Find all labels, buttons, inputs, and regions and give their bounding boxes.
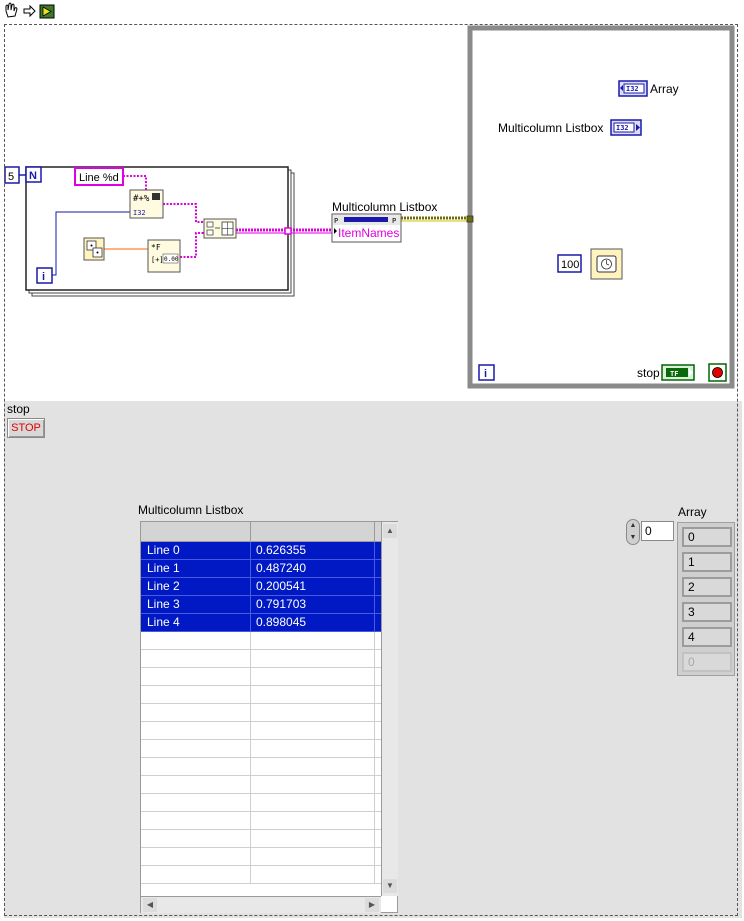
- wait-constant[interactable]: [557, 254, 582, 273]
- svg-text:0.00: 0.00: [164, 256, 179, 263]
- toolbar: [5, 2, 55, 19]
- loop-count-constant[interactable]: [4, 166, 20, 184]
- list-item-empty[interactable]: [141, 650, 381, 668]
- list-item-empty[interactable]: [141, 740, 381, 758]
- random-number-icon[interactable]: [83, 237, 105, 261]
- array-terminal[interactable]: I32: [618, 80, 648, 97]
- list-item-empty[interactable]: [141, 866, 381, 884]
- format-string-constant[interactable]: [74, 167, 124, 186]
- conditional-stop-icon[interactable]: [708, 363, 727, 382]
- count-terminal-text: N: [29, 170, 37, 182]
- stop-label: stop: [7, 402, 30, 416]
- list-item-empty[interactable]: [141, 758, 381, 776]
- wait-constant-text: 100: [561, 259, 579, 271]
- array-terminal-label: Array: [650, 82, 679, 96]
- list-item-empty[interactable]: [141, 704, 381, 722]
- svg-text:TF: TF: [670, 370, 678, 378]
- format-into-string-node[interactable]: #+% I32: [129, 189, 164, 219]
- format-string-text: Line %d: [79, 172, 119, 184]
- property-itemnames: ItemNames: [338, 226, 399, 240]
- wait-ms-icon[interactable]: [590, 248, 623, 280]
- array-element: 2: [682, 577, 732, 597]
- list-item-empty[interactable]: [141, 668, 381, 686]
- list-item-empty[interactable]: [141, 830, 381, 848]
- svg-text:I32: I32: [626, 85, 639, 93]
- for-iteration-text: i: [42, 271, 45, 283]
- svg-text:P: P: [392, 217, 396, 225]
- list-item-empty[interactable]: [141, 722, 381, 740]
- svg-text:P: P: [334, 217, 338, 225]
- for-iteration-terminal[interactable]: [36, 267, 53, 284]
- scroll-right-icon[interactable]: ▶: [365, 898, 379, 912]
- svg-text:I32: I32: [616, 124, 629, 132]
- scroll-down-icon[interactable]: ▼: [383, 879, 397, 893]
- list-item-empty[interactable]: [141, 686, 381, 704]
- array-index-display: ▲▼ 0: [626, 519, 674, 545]
- run-vi-icon[interactable]: [39, 4, 55, 19]
- while-loop: [466, 25, 735, 389]
- column-header-2[interactable]: [251, 522, 375, 541]
- listbox-terminal-label: Multicolumn Listbox: [498, 121, 604, 135]
- for-loop: [25, 166, 295, 297]
- list-item-empty[interactable]: [141, 848, 381, 866]
- array-element: 3: [682, 602, 732, 622]
- svg-text:I32: I32: [133, 209, 146, 217]
- index-spinner-icon[interactable]: ▲▼: [626, 519, 640, 545]
- array-index-field[interactable]: 0: [641, 521, 674, 541]
- stop-terminal[interactable]: TF: [661, 364, 695, 381]
- property-node[interactable]: P P: [331, 213, 402, 243]
- stop-button[interactable]: STOP: [7, 418, 45, 438]
- number-to-string-node[interactable]: *F [+] 0.00: [147, 239, 181, 273]
- array-label: Array: [678, 505, 707, 519]
- while-iteration-text: i: [484, 368, 487, 380]
- count-terminal[interactable]: [25, 166, 42, 183]
- svg-text:#+%: #+%: [133, 194, 150, 204]
- operate-hand-icon[interactable]: [5, 2, 18, 18]
- scroll-up-icon[interactable]: ▲: [383, 524, 397, 538]
- block-diagram: 5 N i Line %d #+% I32 *F [+] 0.00: [4, 25, 735, 389]
- build-array-node[interactable]: [203, 218, 237, 239]
- list-item-empty[interactable]: [141, 632, 381, 650]
- array-element: 4: [682, 627, 732, 647]
- svg-text:[+]: [+]: [151, 256, 164, 264]
- listbox-header: [141, 522, 381, 542]
- array-indicator: 0 1 2 3 4 0: [677, 522, 735, 676]
- stop-terminal-label: stop: [637, 366, 660, 380]
- list-item-empty[interactable]: [141, 776, 381, 794]
- loop-count-text: 5: [8, 171, 14, 183]
- array-element: 0: [682, 527, 732, 547]
- array-element: 1: [682, 552, 732, 572]
- vertical-scrollbar[interactable]: ▲ ▼: [381, 522, 398, 896]
- list-item-empty[interactable]: [141, 812, 381, 830]
- property-node-label: Multicolumn Listbox: [332, 200, 438, 214]
- listbox-label: Multicolumn Listbox: [138, 503, 244, 517]
- listbox-terminal[interactable]: I32: [610, 119, 642, 136]
- while-iteration-terminal[interactable]: [478, 364, 495, 381]
- column-header-1[interactable]: [141, 522, 251, 541]
- list-item-empty[interactable]: [141, 794, 381, 812]
- svg-text:*F: *F: [151, 243, 161, 252]
- scroll-left-icon[interactable]: ◀: [143, 898, 157, 912]
- array-element-empty: 0: [682, 652, 732, 672]
- output-tunnel: [284, 227, 292, 235]
- horizontal-scrollbar[interactable]: ◀ ▶: [141, 896, 381, 913]
- arrow-tool-icon[interactable]: [23, 4, 36, 18]
